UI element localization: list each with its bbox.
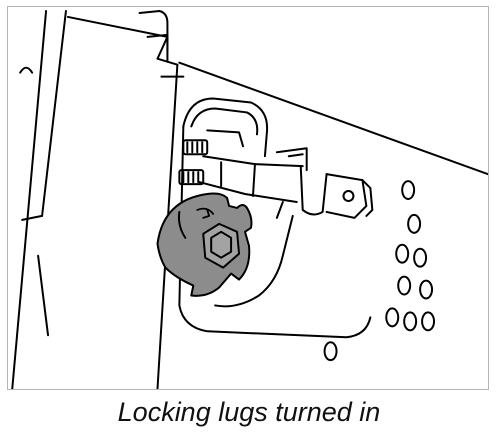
mounting-screws <box>178 139 209 186</box>
side-panel-frame <box>11 9 185 389</box>
locking-lugs-illustration <box>11 9 488 389</box>
figure-caption: Locking lugs turned in <box>117 397 381 427</box>
corner-bracket <box>138 9 169 52</box>
panel-top-edge <box>178 61 488 176</box>
figure-frame <box>7 6 489 390</box>
housing-recess <box>178 97 372 339</box>
latch-lever <box>198 129 374 219</box>
panel-holes <box>323 180 436 362</box>
locking-lug <box>156 192 253 297</box>
